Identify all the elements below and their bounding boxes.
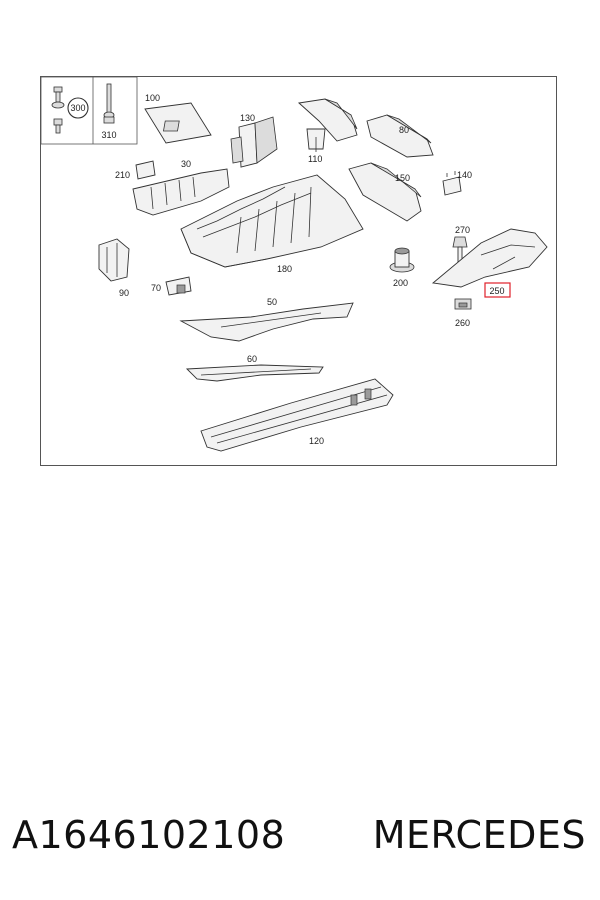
part-120: 120 [200,378,394,452]
fastener-legend: 300 310 [41,77,138,145]
callout-250-highlight [484,282,511,298]
label-110: 110 [308,154,322,164]
label-260: 260 [455,318,470,328]
part-70: 70 [151,276,192,296]
part-260: 260 [454,298,472,328]
part-100: 100 [144,93,212,144]
long-bolt-icon [103,83,115,124]
part-110: 110 [306,128,326,164]
label-100: 100 [145,93,160,103]
part-150: 150 [348,162,422,222]
callout-300-circle [67,97,89,119]
part-250: 250 [431,228,548,298]
label-90: 90 [119,288,129,298]
part-130: 130 [230,113,278,168]
label-150: 150 [395,173,410,183]
label-60: 60 [247,354,257,364]
label-250: 250 [489,286,504,296]
part-140: 140 [442,170,472,196]
bolt-icon [51,86,65,134]
brand-name: MERCEDES [372,813,586,857]
label-200: 200 [393,278,408,288]
label-130: 130 [240,113,255,123]
part-upper-bracket [297,98,358,142]
label-30: 30 [181,159,191,169]
part-180: 180 [180,174,364,274]
label-270: 270 [455,225,470,235]
label-50: 50 [267,297,277,307]
label-180: 180 [277,264,292,274]
parts-diagram: 300 310 100 130 110 80 21 [40,76,557,466]
part-60: 60 [185,354,324,382]
label-70: 70 [151,283,161,293]
part-30: 30 [132,159,230,216]
part-number: A1646102108 [12,813,286,857]
label-80: 80 [399,125,409,135]
label-310: 310 [101,130,116,140]
part-210: 210 [115,160,156,180]
part-50: 50 [179,297,354,342]
part-90: 90 [98,238,130,298]
label-300: 300 [70,103,85,113]
label-120: 120 [309,436,324,446]
listing-caption: A1646102108 MERCEDES [0,800,600,870]
label-210: 210 [115,170,130,180]
part-200: 200 [389,247,415,288]
part-80: 80 [366,114,434,158]
label-140: 140 [457,170,472,180]
exploded-view: 300 310 100 130 110 80 21 [41,77,548,452]
